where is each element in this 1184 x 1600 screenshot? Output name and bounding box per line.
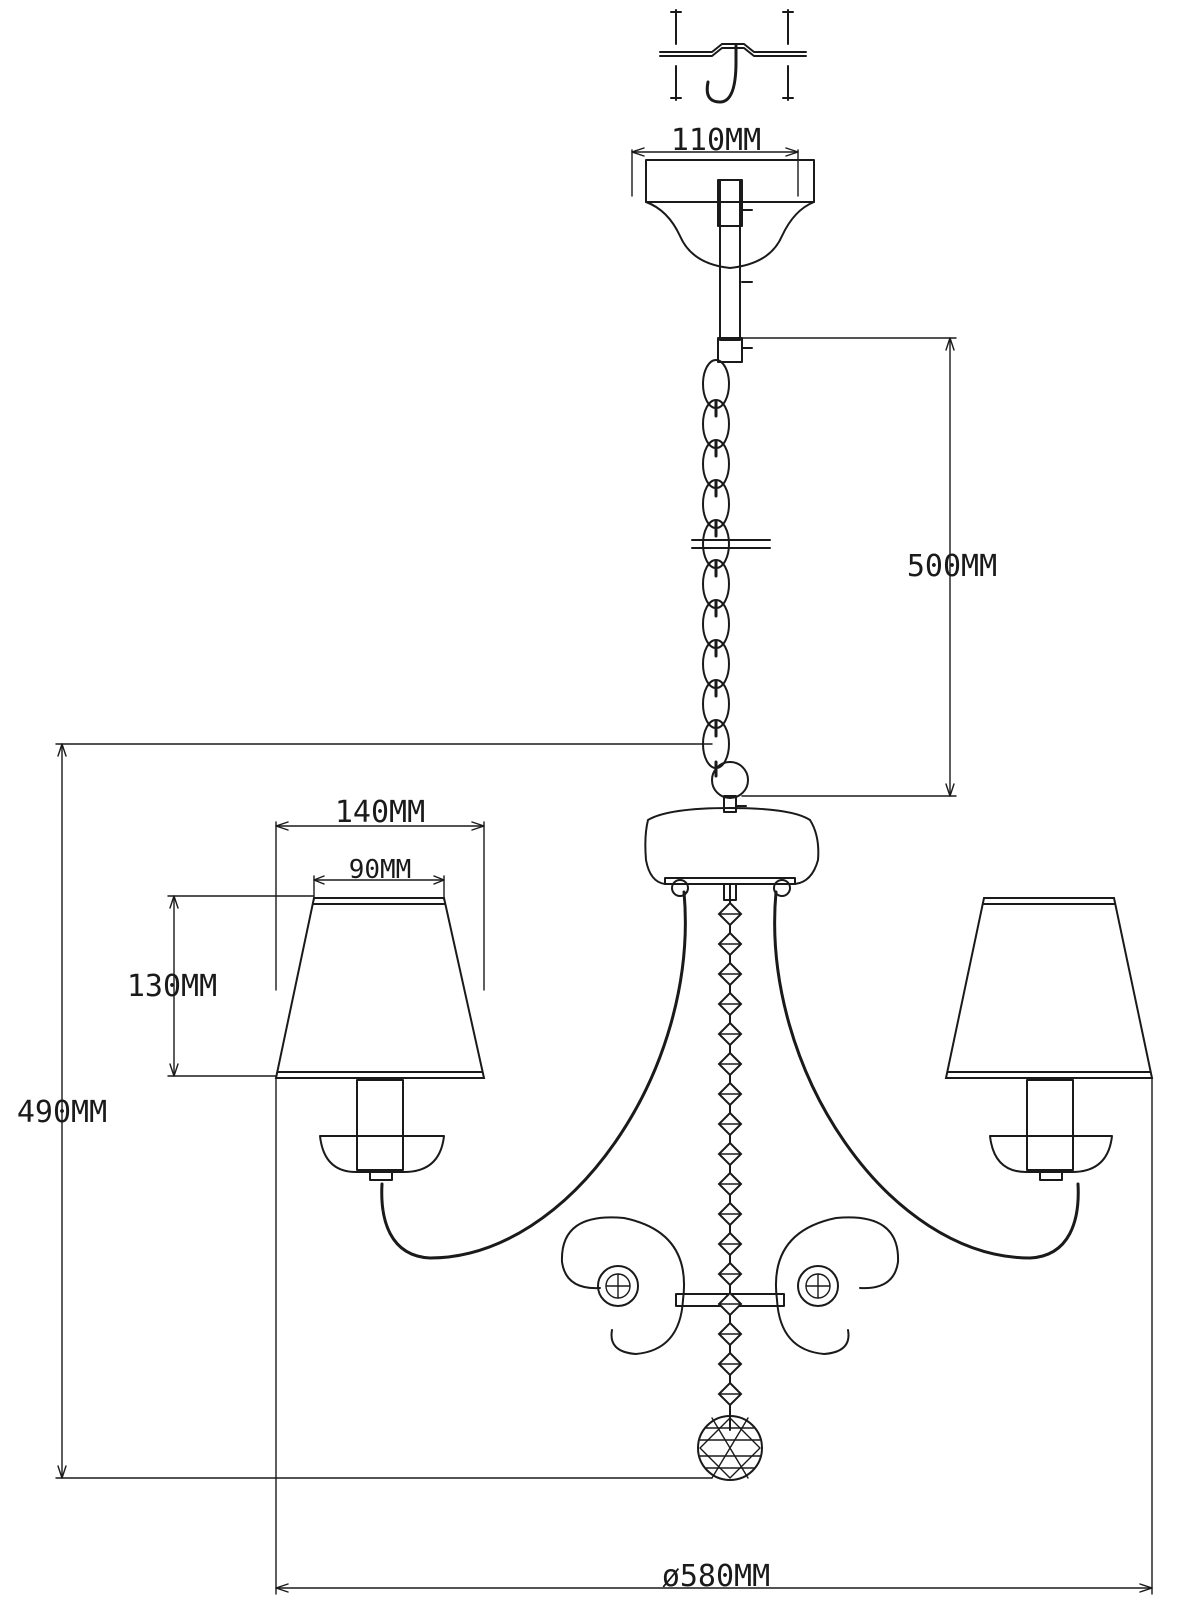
dimension-shade-bottom: 90MM (313, 855, 445, 901)
total-height-label: 490MM (17, 1095, 107, 1130)
dimension-total-diameter: ø580MM (275, 1077, 1153, 1595)
total-diameter-label: ø580MM (662, 1559, 770, 1594)
mounting-hardware (659, 9, 807, 104)
shade-bottom-label: 90MM (349, 855, 412, 885)
screw-icon (670, 9, 794, 101)
crystal-ball-icon (697, 1415, 763, 1481)
shade-height-label: 130MM (127, 969, 217, 1004)
dimension-chain-length: 500MM (741, 337, 997, 797)
chain-length-label: 500MM (907, 549, 997, 584)
right-lamp (944, 897, 1154, 1181)
crystal-rosette-icon (597, 1265, 839, 1307)
dimension-shade-top: 140MM (275, 795, 485, 991)
dimension-shade-height: 130MM (127, 895, 315, 1077)
shade-top-label: 140MM (335, 795, 425, 830)
chandelier-body (380, 761, 1080, 1481)
dimension-total-height: 490MM (17, 743, 713, 1479)
dimension-canopy-width: 110MM (631, 123, 799, 197)
chain (691, 359, 771, 778)
canopy (645, 159, 815, 363)
left-lamp (274, 897, 486, 1181)
canopy-width-label: 110MM (671, 123, 761, 158)
